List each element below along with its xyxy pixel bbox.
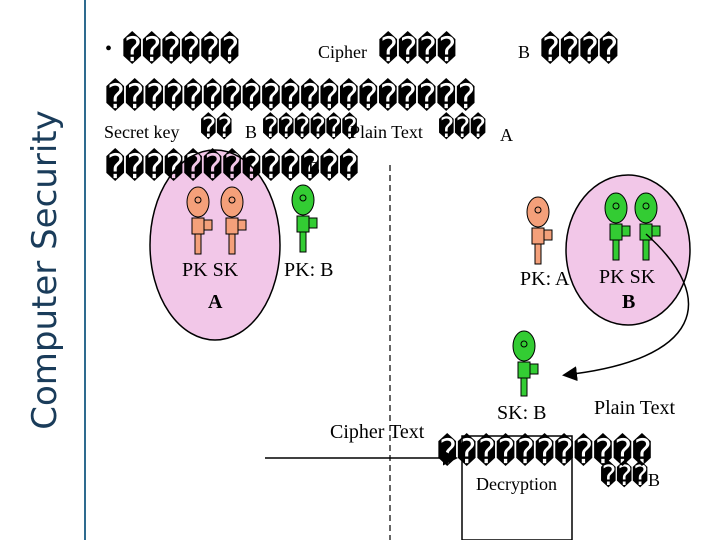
line1-garble-b: ���� xyxy=(378,30,457,70)
orange-key-figure-3 xyxy=(526,196,553,265)
line1-garble-c: ���� xyxy=(540,30,619,70)
bullet: • xyxy=(105,38,113,60)
line3-b: B xyxy=(245,122,258,142)
pk-b-label: PK: B xyxy=(284,259,334,281)
sidebar: Computer Security xyxy=(0,0,86,540)
green-key-figure-b2 xyxy=(634,192,661,261)
line3-secret-key: Secret key xyxy=(104,122,180,142)
garble-row: ����������� xyxy=(437,432,652,472)
cipher-text-label: Cipher Text xyxy=(330,421,425,443)
group-b-labels: PK SK xyxy=(599,266,656,288)
decryption-box xyxy=(461,435,573,540)
line4-garble: ������������� xyxy=(105,147,359,187)
orange-key-figure-2 xyxy=(220,186,247,255)
green-key-figure-pk-b xyxy=(291,184,318,253)
line1-cipher: Cipher xyxy=(318,42,367,62)
decryption-label: Decryption xyxy=(476,474,557,494)
line3-garble-b: ������ xyxy=(262,111,358,144)
green-key-figure-sk-b xyxy=(512,330,539,397)
line3-plain-text: Plain Text xyxy=(350,122,423,142)
group-b-name: B xyxy=(622,291,636,313)
sk-b-label: SK: B xyxy=(497,402,547,424)
group-a-name: A xyxy=(208,291,223,313)
pk-a-label: PK: A xyxy=(520,268,570,290)
green-key-figure-b1 xyxy=(604,192,631,261)
line3-garble-a: �� xyxy=(200,111,233,144)
group-a-labels: PK SK xyxy=(182,259,239,281)
line4-b: B xyxy=(308,158,321,178)
group-a-ellipse xyxy=(149,149,281,341)
line3-a: A xyxy=(500,125,513,145)
garble-row-b: B xyxy=(648,470,661,490)
line1-b: B xyxy=(518,42,531,62)
curved-arrow xyxy=(562,233,690,382)
line3-garble-c: ��� xyxy=(438,111,487,144)
group-b-ellipse xyxy=(565,174,691,326)
line1-garble-a: ������ xyxy=(122,30,240,70)
line2-garble: ������������������� xyxy=(105,77,476,117)
garble-row-sub: ��� xyxy=(600,459,649,492)
orange-key-figure-1 xyxy=(186,186,213,255)
plain-text-label: Plain Text xyxy=(594,397,676,419)
